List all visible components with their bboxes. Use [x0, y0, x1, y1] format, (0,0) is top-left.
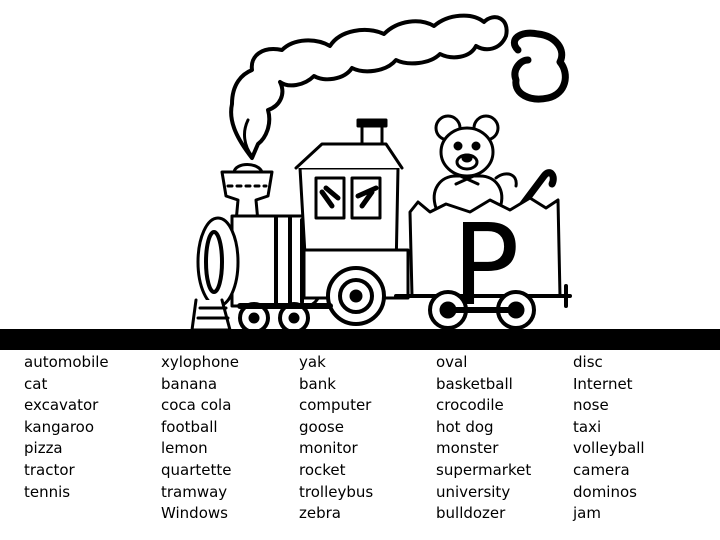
- smoke-wisp: [243, 118, 254, 158]
- smoke-puff-small: [510, 29, 569, 103]
- word-item: Internet: [573, 374, 633, 393]
- word-item: goose: [299, 417, 344, 436]
- word-item: xylophone: [161, 353, 240, 371]
- candy-cane: [516, 169, 557, 212]
- word-item: dominos: [573, 482, 637, 501]
- train-illustration: P: [190, 13, 572, 334]
- word-column-2: xylophone banana coca cola football lemon qua…: [161, 352, 239, 525]
- word-column-3: yak bank computer goose monitor rocket trolley…: [299, 352, 373, 525]
- word-item: disc: [573, 353, 603, 371]
- cab-window-left: [314, 176, 346, 220]
- word-item: coca cola: [161, 396, 232, 415]
- word-item: banana: [161, 374, 218, 393]
- word-item: oval: [436, 353, 468, 371]
- word-item: camera: [573, 460, 630, 479]
- word-item: trolleybus: [299, 482, 374, 501]
- smoke-cloud: [229, 13, 509, 160]
- word-item: tractor: [24, 460, 75, 479]
- word-item: monster: [436, 439, 499, 458]
- word-item: volleyball: [573, 439, 645, 458]
- teddy-bear: [432, 114, 518, 210]
- word-item: taxi: [573, 417, 602, 436]
- cow-catcher: [190, 298, 232, 332]
- word-item: excavator: [24, 396, 99, 415]
- word-item: tramway: [161, 482, 228, 501]
- word-item: hot dog: [436, 417, 494, 436]
- wagon-letter: P: [452, 201, 520, 331]
- word-item: rocket: [299, 460, 346, 479]
- word-item: football: [161, 417, 218, 436]
- word-item: nose: [573, 396, 609, 415]
- word-item: kangaroo: [24, 417, 95, 436]
- word-item: Windows: [161, 504, 228, 523]
- word-item: cat: [24, 374, 48, 393]
- cab-roof: [294, 142, 404, 170]
- word-item: crocodile: [436, 396, 504, 415]
- word-column-1: automobile cat excavator kangaroo pizza tract…: [24, 352, 109, 503]
- rail-track: [0, 329, 720, 350]
- word-item: automobile: [24, 353, 109, 371]
- word-item: tennis: [24, 482, 71, 501]
- word-item: yak: [299, 353, 326, 371]
- word-item: zebra: [299, 504, 341, 523]
- word-item: bulldozer: [436, 504, 506, 523]
- word-item: supermarket: [436, 460, 532, 479]
- word-item: university: [436, 482, 511, 501]
- word-item: quartette: [161, 460, 232, 479]
- word-column-4: oval basketball crocodile hot dog monster sup…: [436, 352, 531, 525]
- word-item: computer: [299, 396, 372, 415]
- word-item: jam: [573, 504, 601, 523]
- word-item: monitor: [299, 439, 358, 458]
- word-item: pizza: [24, 439, 63, 458]
- word-item: bank: [299, 374, 336, 393]
- word-item: lemon: [161, 439, 208, 458]
- word-item: basketball: [436, 374, 513, 393]
